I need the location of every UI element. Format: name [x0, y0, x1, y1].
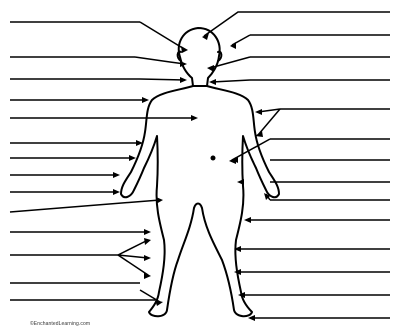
arrowhead — [144, 272, 151, 279]
copyright-footer: ©EnchantedLearning.com — [30, 321, 90, 327]
arrowheads — [113, 33, 270, 321]
head-outline — [179, 28, 220, 86]
navel-marker — [211, 156, 216, 161]
arrowhead — [209, 79, 216, 85]
pointer-left-1 — [140, 22, 186, 50]
arrowhead — [129, 155, 136, 161]
arrowhead — [244, 217, 251, 223]
arrowhead — [255, 109, 262, 115]
arrowhead — [230, 42, 236, 49]
arrowhead — [144, 238, 151, 245]
arrowhead — [237, 179, 244, 185]
pointer-right-4 — [212, 80, 250, 82]
pointer-left-3 — [140, 79, 185, 80]
arrowhead — [144, 229, 151, 235]
arrowhead — [156, 197, 163, 204]
arrowhead — [181, 46, 188, 53]
left-label-lines — [10, 22, 195, 302]
arrowhead — [144, 255, 151, 261]
arrowhead — [191, 115, 198, 121]
pointer-left-12a — [118, 240, 148, 255]
pointer-right-3 — [210, 57, 250, 68]
arrowhead — [142, 97, 149, 103]
arrowhead — [207, 65, 214, 72]
arrowhead — [180, 77, 187, 83]
arrowhead — [113, 172, 120, 178]
label-line-left-10 — [10, 200, 160, 212]
arrowhead — [113, 189, 120, 195]
right-label-lines — [204, 12, 390, 318]
